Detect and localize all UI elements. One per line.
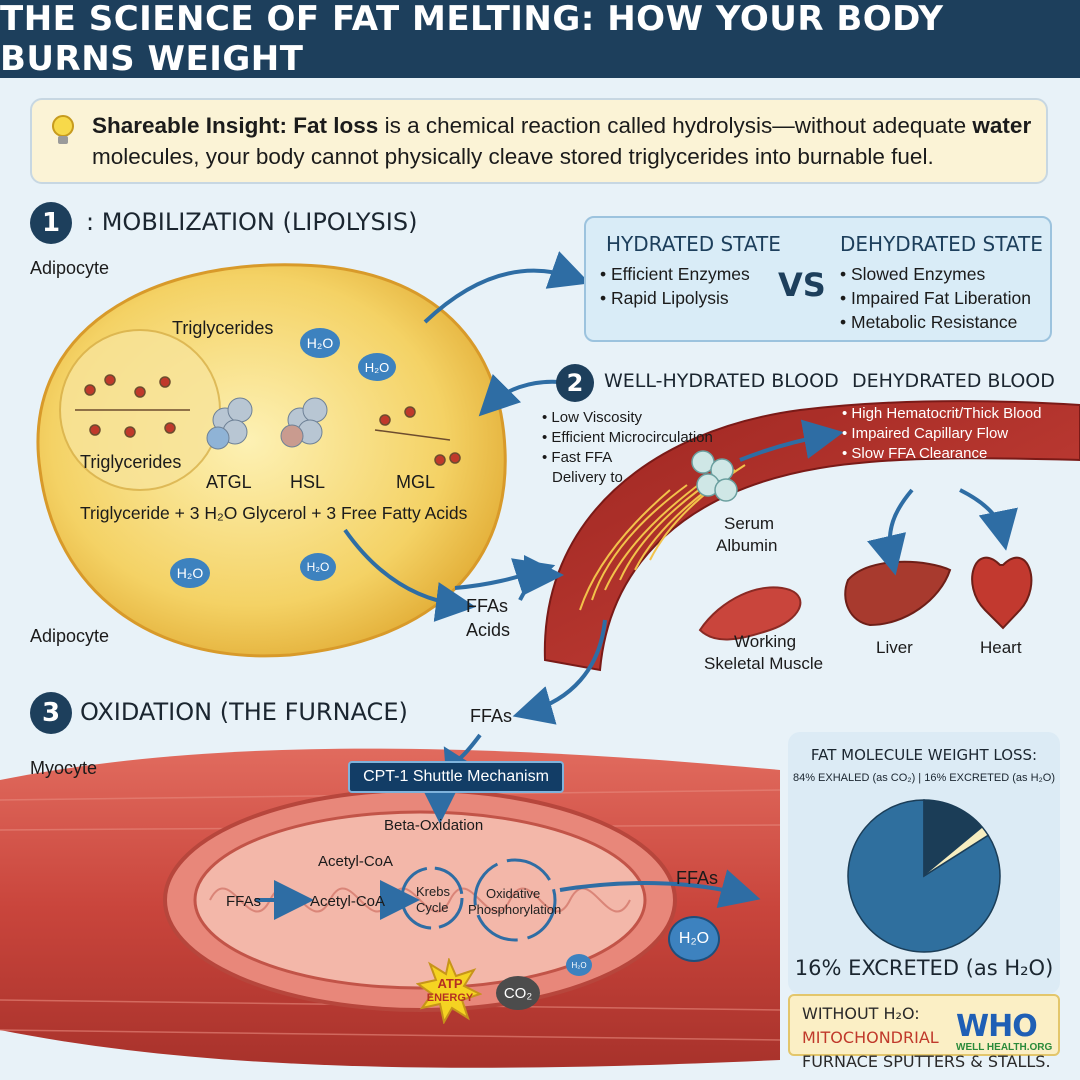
co2-molecule-icon: CO₂: [496, 976, 540, 1010]
acids-label: Acids: [466, 620, 511, 640]
krebs-label: Krebs: [416, 884, 450, 899]
enzyme-mgl: MGL: [396, 472, 436, 492]
hydrated-item: • Rapid Lipolysis: [600, 288, 729, 308]
ffas-mito-label: FFAs: [226, 893, 262, 910]
insight-text-1: is a chemical reaction called hydrolysis…: [384, 113, 967, 138]
acetyl-coa-top-label: Acetyl-CoA: [318, 853, 394, 870]
dehydrated-blood-title: DEHYDRATED BLOOD: [852, 370, 1055, 392]
enzyme-hsl: HSL: [290, 472, 326, 492]
ffas-incoming-label: FFAs: [470, 706, 513, 726]
warning-highlight: MITOCHONDRIAL: [802, 1028, 939, 1047]
water-molecule-icon: H₂O: [668, 916, 720, 962]
lightbulb-icon: [52, 115, 74, 144]
cpt1-shuttle-label: CPT-1 Shuttle Mechanism: [348, 761, 564, 793]
enzyme-atgl: ATGL: [206, 472, 252, 492]
warning-line-2: FURNACE SPUTTERS & STALLS.: [802, 1052, 1051, 1071]
dehydrated-item: • Impaired Fat Liberation: [840, 288, 1031, 308]
water-molecule-small-icon: H₂O: [566, 954, 592, 976]
insight-text: Shareable Insight: Fat loss is a chemica…: [92, 110, 1032, 172]
skeletal-muscle-label: Skeletal Muscle: [704, 654, 824, 673]
warning-lead: WITHOUT H₂O:: [802, 1004, 920, 1023]
energy-label: ENERGY: [426, 992, 474, 1004]
hydrated-blood-item: • Efficient Microcirculation: [542, 429, 713, 446]
logo-mark: WHO: [956, 1009, 1038, 1044]
water-molecule-icon: H₂O: [358, 353, 396, 381]
atp-energy-burst-icon: [416, 958, 482, 1024]
page-title: THE SCIENCE OF FAT MELTING: HOW YOUR BOD…: [0, 0, 1080, 79]
heart-label: Heart: [980, 638, 1022, 657]
adipocyte-label-top: Adipocyte: [30, 258, 110, 278]
albumin-label: Albumin: [716, 536, 778, 555]
vs-label: VS: [778, 266, 826, 304]
water-molecule-icon: H₂O: [300, 328, 340, 358]
beta-oxidation-label: Beta-Oxidation: [384, 817, 484, 834]
liver-label: Liver: [876, 638, 913, 657]
oxidative-label: Oxidative: [486, 886, 541, 901]
insight-lead: Shareable Insight: Fat loss: [92, 113, 379, 138]
ffas-outgoing-label: FFAs: [676, 868, 719, 888]
cycle-label: Cycle: [416, 900, 449, 915]
lipolysis-equation: Triglyceride + 3 H₂O Glycerol + 3 Free F…: [80, 503, 468, 523]
hydrated-blood-item: • Fast FFA: [542, 449, 613, 466]
water-molecule-icon: H₂O: [300, 553, 336, 581]
insight-bold-water: water: [972, 113, 1032, 138]
hydrated-blood-item: Delivery to: [552, 469, 623, 486]
dehydrated-item: • Slowed Enzymes: [840, 264, 986, 284]
section-1-number: 1: [30, 202, 72, 244]
dehydrated-blood-item: • Impaired Capillary Flow: [842, 425, 1009, 442]
dehydrated-item: • Metabolic Resistance: [840, 312, 1018, 332]
serum-label: Serum: [724, 514, 775, 533]
well-health-logo: WHO WELL HEALTH.ORG: [956, 1009, 1053, 1054]
water-molecule-icon: H₂O: [170, 558, 210, 588]
working-muscle-label: Working: [734, 632, 797, 651]
chart-title: FAT MOLECULE WEIGHT LOSS:: [810, 746, 1038, 764]
logo-text: WELL HEALTH.ORG: [956, 1042, 1053, 1053]
chart-subtitle: 84% EXHALED (as CO₂) | 16% EXCRETED (as …: [792, 772, 1056, 784]
hydrated-blood-item: • Low Viscosity: [542, 409, 643, 426]
weight-loss-pie-chart: [847, 799, 1001, 953]
triglycerides-label-top: Triglycerides: [172, 318, 274, 338]
pie-slice-accent: [924, 800, 983, 876]
insight-text-2: molecules, your body cannot physically c…: [92, 144, 934, 169]
phosphorylation-label: Phosphorylation: [468, 902, 562, 917]
dehydrated-blood-item: • High Hematocrit/Thick Blood: [842, 405, 1042, 422]
warning-box: WITHOUT H₂O: MITOCHONDRIAL FURNACE SPUTT…: [788, 994, 1060, 1071]
section-3-number: 3: [30, 692, 72, 734]
ffas-label: FFAs: [466, 596, 509, 616]
acetyl-coa-mid-label: Acetyl-CoA: [310, 893, 386, 910]
dehydrated-blood-item: • Slow FFA Clearance: [842, 445, 988, 462]
chart-bottom-label: 16% EXCRETED (as H₂O): [794, 956, 1054, 980]
dehydrated-state-title: DEHYDRATED STATE: [840, 232, 1043, 256]
adipocyte-label-bottom: Adipocyte: [30, 626, 110, 646]
atp-label: ATP: [437, 976, 463, 991]
hydration-comparison-box: HYDRATED STATE • Efficient Enzymes • Rap…: [584, 216, 1052, 342]
hydrated-item: • Efficient Enzymes: [600, 264, 750, 284]
myocyte-label: Myocyte: [30, 758, 98, 778]
section-2-number: 2: [556, 364, 594, 402]
fat-loss-chart-card: FAT MOLECULE WEIGHT LOSS: 84% EXHALED (a…: [788, 732, 1060, 994]
insight-card: Shareable Insight: Fat loss is a chemica…: [30, 98, 1048, 184]
triglycerides-label-left: Triglycerides: [80, 452, 182, 472]
hydrated-state-title: HYDRATED STATE: [606, 232, 781, 256]
warning-text: WITHOUT H₂O: MITOCHONDRIAL FURNACE SPUTT…: [802, 1002, 1052, 1074]
section-1-title: : MOBILIZATION (LIPOLYSIS): [86, 208, 418, 236]
pie-slice: [847, 799, 1001, 953]
section-2-title: WELL-HYDRATED BLOOD: [604, 370, 839, 392]
section-3-title: OXIDATION (THE FURNACE): [80, 698, 408, 726]
